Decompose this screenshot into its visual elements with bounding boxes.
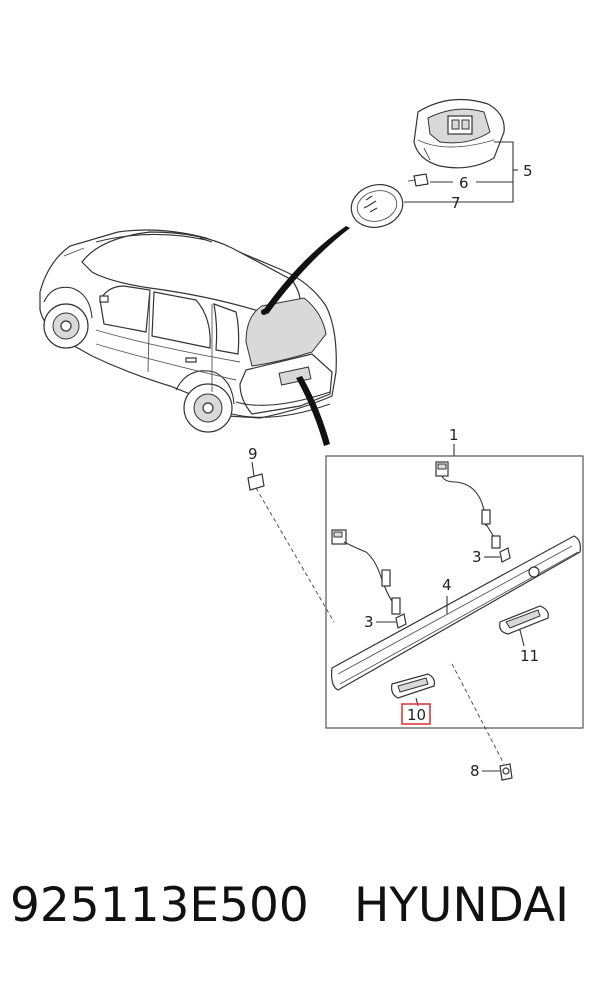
tailgate-garnish	[331, 535, 581, 691]
license-lamp-10	[391, 673, 435, 699]
pointer-rear-garnish	[296, 376, 330, 446]
callout-4: 4	[442, 576, 452, 594]
screw-8	[499, 763, 513, 781]
callout-1: 1	[449, 426, 459, 444]
callout-9: 9	[248, 445, 258, 463]
clip-9	[247, 473, 265, 491]
callout-7: 7	[451, 194, 461, 212]
license-lamp-11	[499, 605, 549, 635]
callout-6: 6	[459, 174, 469, 192]
room-lamp-assembly	[413, 98, 505, 169]
wiring-harness-upper	[435, 461, 501, 549]
pointer-room-lamp	[262, 226, 350, 314]
callout-3-lower: 3	[364, 613, 374, 631]
highlight-box-10	[401, 703, 431, 725]
wiring-harness-lower	[331, 529, 401, 615]
vehicle-illustration	[39, 229, 337, 433]
callout-8: 8	[470, 762, 480, 780]
callout-10: 10	[407, 706, 426, 724]
lens-7	[350, 184, 404, 228]
brand-name: HYUNDAI	[354, 878, 569, 933]
callout-11: 11	[520, 647, 539, 665]
part-number: 925113E500	[10, 878, 309, 933]
callout-5: 5	[523, 162, 533, 180]
alignment-line	[255, 487, 505, 765]
callout-3-upper: 3	[472, 548, 482, 566]
bulb-6	[407, 173, 429, 187]
footer-caption: 925113E500 HYUNDAI	[0, 878, 600, 948]
detail-box	[325, 455, 584, 729]
